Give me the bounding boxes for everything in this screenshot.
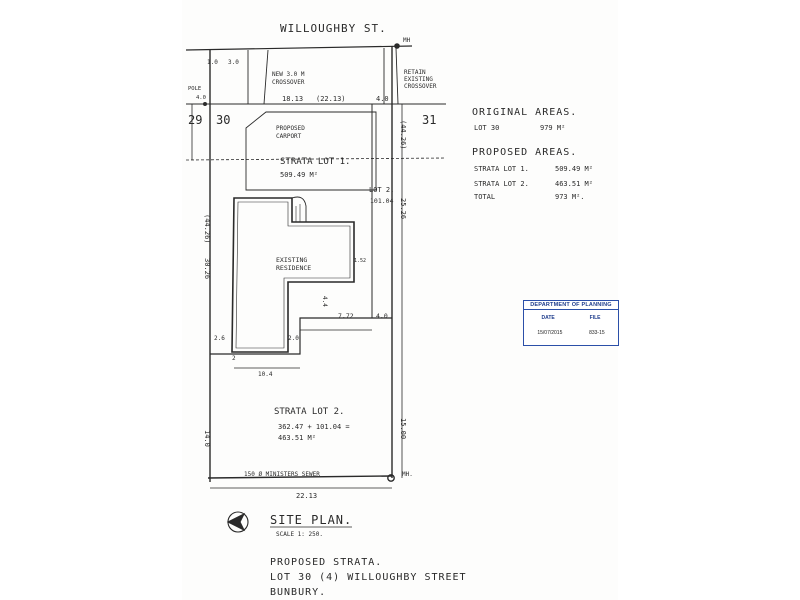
crossover-retain-line1: RETAIN [404, 69, 426, 76]
existing-crossover-right [395, 47, 399, 105]
residence-inner-wall [235, 201, 351, 349]
lot-31-label: 31 [422, 113, 436, 127]
stamp-date-value: 15/07/2015 [537, 330, 563, 336]
dim-7-72: 7.72 [338, 312, 354, 320]
dim-2: 2 [232, 355, 236, 362]
dim-14-0: 14.0 [203, 430, 211, 447]
strata-lot-2-calc: 362.47 + 101.04 = [278, 423, 350, 431]
street-boundary-line [185, 45, 413, 51]
stamp-file-value: 833-15 [589, 330, 605, 336]
pole-offset: 4.0 [196, 95, 206, 101]
proposed-carport [245, 111, 377, 191]
stamp-title: DEPARTMENT OF PLANNING [524, 301, 618, 310]
crossover-retain-line2: EXISTING [404, 76, 433, 83]
proposed-areas-heading: PROPOSED AREAS. [472, 147, 577, 158]
north-arrow-icon [226, 511, 249, 533]
residence-label-2: RESIDENCE [276, 264, 311, 272]
lot-2-strip-label: LOT 2. [369, 186, 394, 194]
residence-stair [291, 196, 307, 222]
dim-2-0: 2.0 [288, 335, 299, 342]
footer-line-1: PROPOSED STRATA. [270, 557, 382, 568]
crossover-new-line1: NEW 3.0 M [272, 71, 305, 78]
crossover-new-line2: CROSSOVER [272, 79, 305, 86]
residence-label-1: EXISTING [276, 256, 307, 264]
lot-29-label: 29 [188, 113, 202, 127]
strata-lot-2-area: 463.51 M² [278, 434, 316, 442]
stamp-date-label: DATE [541, 315, 555, 321]
dim-4-4: 4.4 [321, 296, 328, 307]
dim-10-4: 10.4 [258, 371, 273, 378]
mh-top-label: MH [403, 37, 411, 44]
pole-icon [203, 102, 207, 106]
proposed-row-1-value: 509.49 M² [555, 165, 593, 173]
dim-30-26: 30.26 [203, 258, 211, 279]
proposed-row-3-label: TOTAL [474, 193, 495, 201]
carport-label-1: PROPOSED [276, 125, 305, 132]
dim-1-0: 1.0 [207, 59, 218, 66]
strata-lot-2-title: STRATA LOT 2. [274, 407, 344, 417]
dim-15-00: 15.00 [399, 418, 407, 439]
strata-lot-1-title: STRATA LOT 1. [280, 157, 350, 167]
mh-bottom-label: MH. [402, 471, 413, 478]
lot-2-strip-area: 101.04 [370, 197, 394, 205]
dim-44-26-right: (44.26) [399, 120, 407, 150]
proposed-row-1-label: STRATA LOT 1. [474, 165, 529, 173]
stamp-file-label: FILE [589, 315, 601, 321]
street-name-label: WILLOUGHBY ST. [280, 22, 387, 35]
manhole-bottom-icon [387, 474, 395, 482]
planning-stamp: DEPARTMENT OF PLANNING DATE FILE 15/07/2… [523, 300, 619, 346]
lot-31-boundary [185, 157, 447, 161]
carport-label-2: CARPORT [276, 133, 302, 140]
dim-1-52: 1.52 [354, 258, 366, 264]
proposed-row-2-label: STRATA LOT 2. [474, 180, 529, 188]
dim-18-13: 18.13 [282, 95, 303, 103]
new-crossover-right [263, 49, 269, 105]
rear-boundary-line [207, 475, 393, 479]
strata-lot-1-area: 509.49 M² [280, 171, 318, 179]
footer-line-3: BUNBURY. [270, 587, 326, 598]
proposed-row-2-value: 463.51 M² [555, 180, 593, 188]
original-lot-label: LOT 30 [474, 124, 499, 132]
dim-4-0-top: 4.0 [376, 95, 389, 103]
existing-residence [231, 197, 355, 353]
dim-2-6: 2.6 [214, 335, 225, 342]
footer-line-2: LOT 30 (4) WILLOUGHBY STREET [270, 572, 467, 583]
dim-22-13-bottom: 22.13 [296, 492, 317, 500]
lot-30-label: 30 [216, 113, 230, 127]
dim-3-0: 3.0 [228, 59, 239, 66]
site-plan-title: SITE PLAN. [270, 513, 352, 527]
crossover-retain-line3: CROSSOVER [404, 83, 437, 90]
dim-25-26: 25.26 [399, 198, 407, 219]
sewer-label: 150 Ø MINISTERS SEWER [244, 471, 320, 478]
pole-label: POLE [188, 86, 201, 92]
proposed-row-3-value: 973 M². [555, 193, 585, 201]
original-areas-heading: ORIGINAL AREAS. [472, 107, 577, 118]
dim-22-13-top: (22.13) [316, 95, 346, 103]
dim-44-26-left: (44.26) [203, 214, 211, 244]
manhole-top-icon [394, 43, 400, 49]
dim-4-0-mid: 4.0 [376, 312, 388, 320]
scale-label: SCALE 1: 250. [276, 531, 323, 538]
original-lot-value: 979 M² [540, 124, 565, 132]
strata-division-line [210, 317, 392, 355]
